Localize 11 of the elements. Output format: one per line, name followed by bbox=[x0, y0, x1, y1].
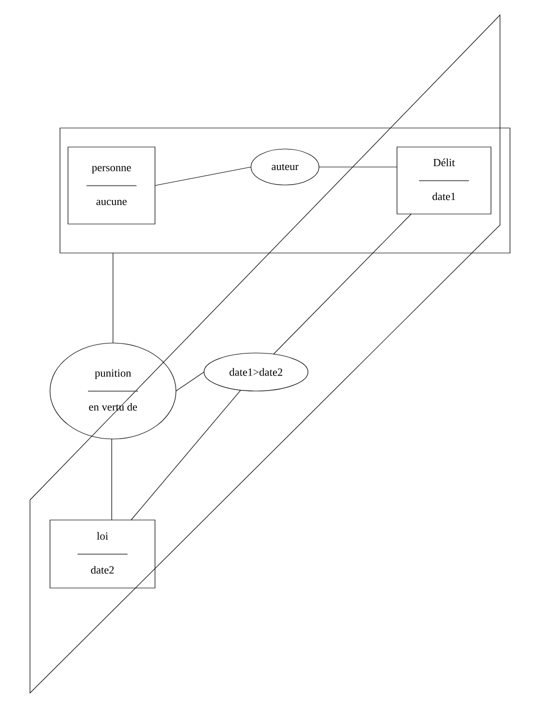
connector-line bbox=[273, 214, 412, 354]
group-box bbox=[60, 128, 510, 254]
connector-line bbox=[130, 390, 241, 520]
connector-line bbox=[318, 166, 398, 168]
connector-line bbox=[111, 438, 112, 520]
connector-line bbox=[176, 372, 204, 392]
entity-box: loi date2 bbox=[50, 520, 156, 588]
connector-line bbox=[154, 166, 252, 186]
entity-box: personne aucune bbox=[68, 146, 156, 224]
connector-line bbox=[112, 252, 114, 344]
entity-box: Délit date1 bbox=[396, 146, 492, 214]
